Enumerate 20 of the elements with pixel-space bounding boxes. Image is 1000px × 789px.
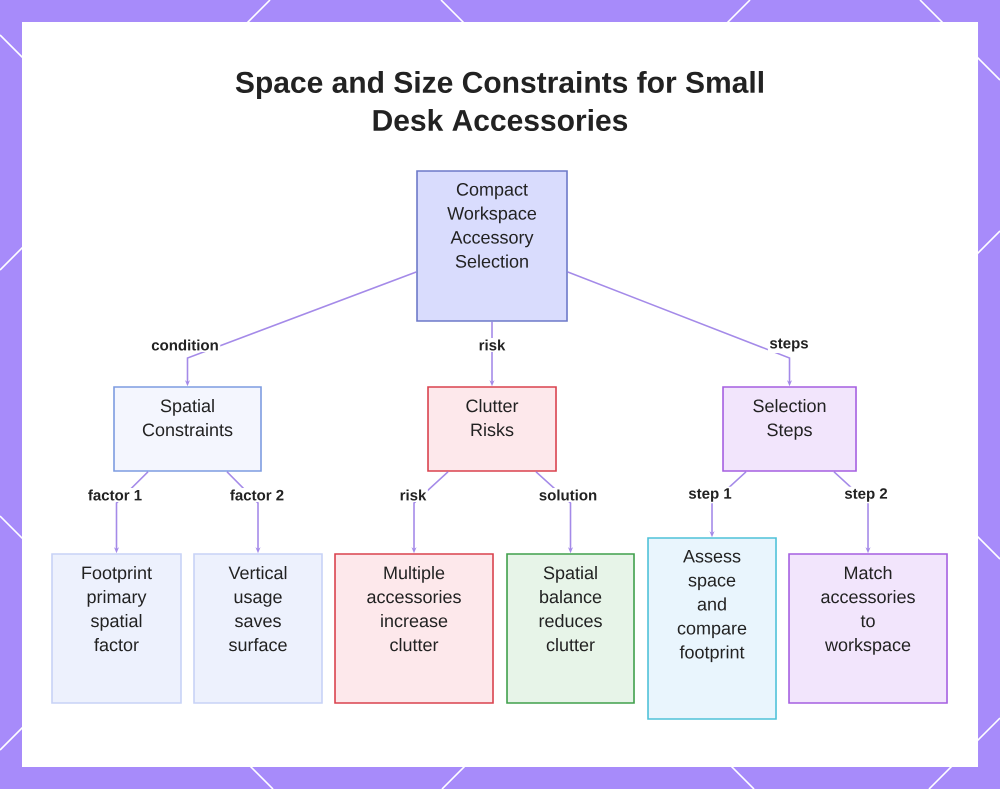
process-box: Compact Workspace Accessory Selection: [416, 170, 568, 322]
process-box: Clutter Risks: [427, 386, 557, 472]
edge-label: step 1: [686, 486, 734, 504]
edge-label: condition: [150, 338, 220, 352]
edge-label: factor 1: [86, 488, 144, 502]
edge-label: factor 2: [228, 488, 286, 502]
process-box: Assess space and compare footprint: [647, 537, 777, 720]
process-box: Selection Steps: [722, 386, 857, 472]
edge-label: solution: [537, 488, 599, 502]
edge-label: risk: [477, 338, 507, 352]
process-box: Spatial Constraints: [113, 386, 262, 472]
edge-label: steps: [768, 337, 810, 353]
process-box: Multiple accessories increase clutter: [334, 553, 494, 704]
edge-label: step 2: [842, 486, 890, 504]
title: Space and Size Constraints for Small Desk Accessories: [236, 70, 763, 132]
process-box: Spatial balance reduces clutter: [506, 553, 635, 704]
edge-label: risk: [398, 488, 428, 502]
process-box: Match accessories to workspace: [788, 553, 948, 704]
process-box: Footprint primary spatial factor: [51, 553, 182, 704]
process-box: Vertical usage saves surface: [193, 553, 323, 704]
